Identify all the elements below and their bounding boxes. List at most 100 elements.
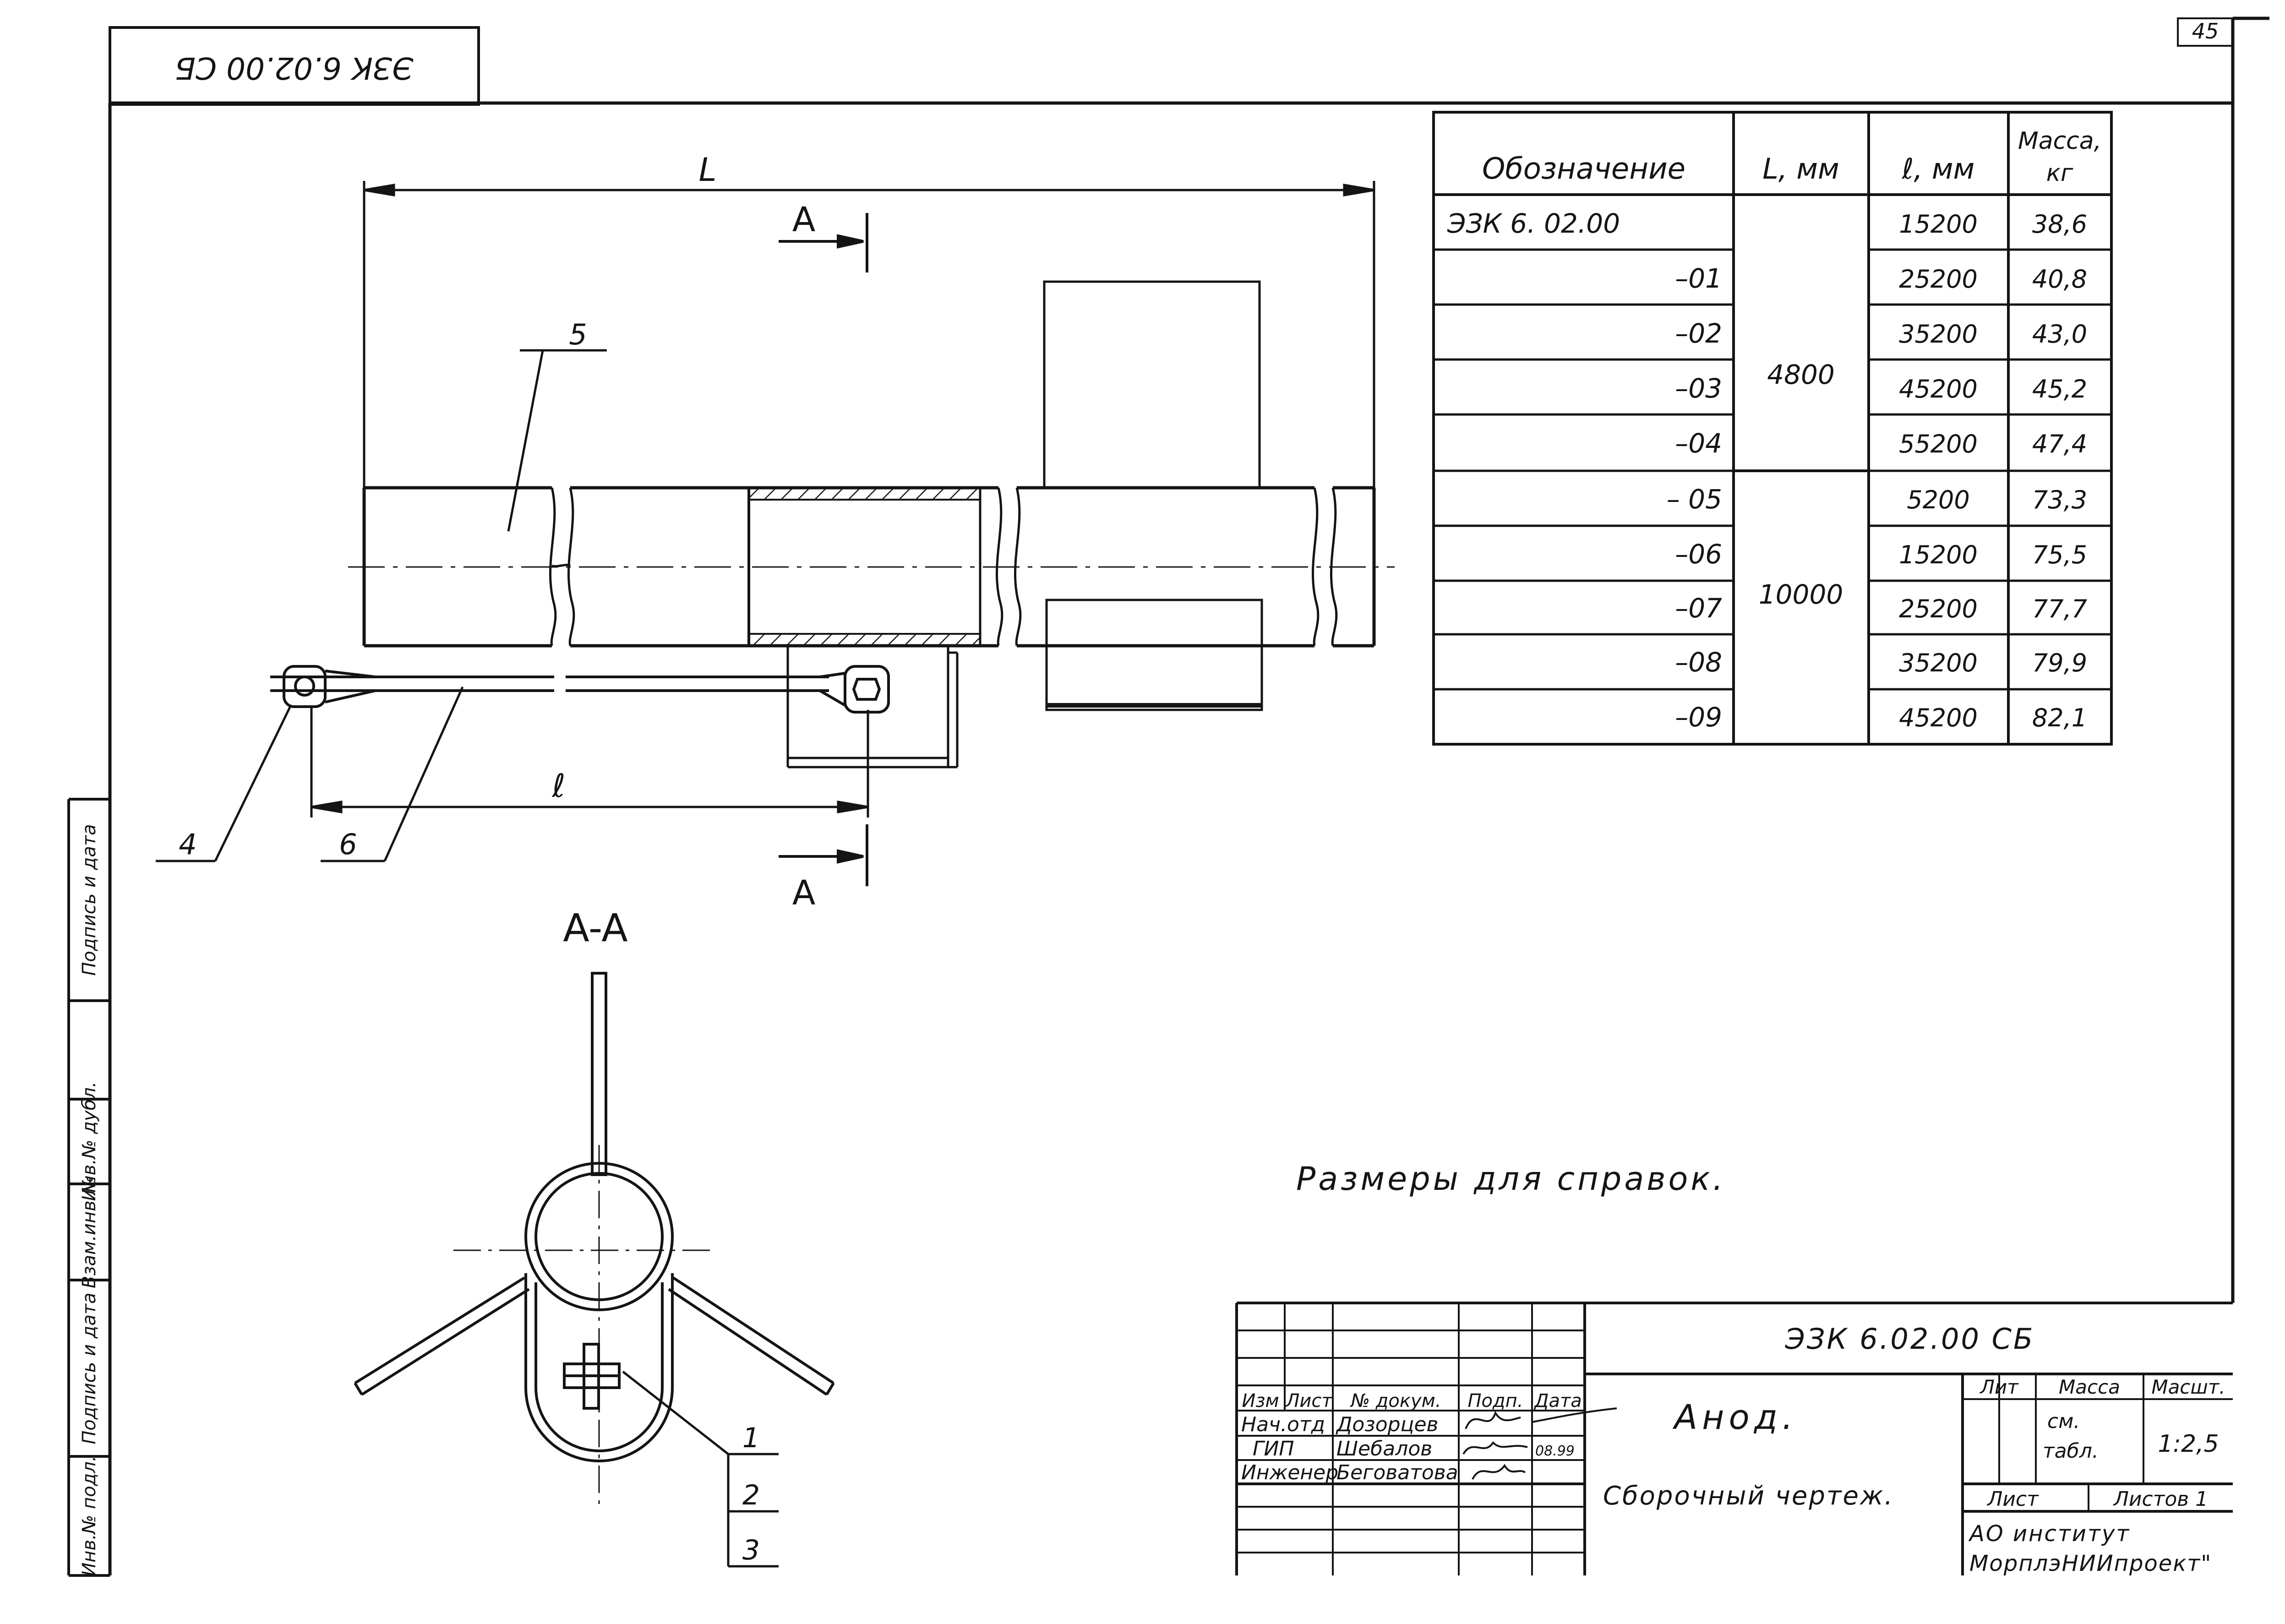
staff-name-gip: Шебалов	[1336, 1437, 1432, 1461]
title-block-col-sign: Подп.	[1467, 1390, 1523, 1411]
table-cell-designation: –01	[1675, 263, 1722, 294]
table-cell-mass: 79,9	[2032, 649, 2087, 677]
table-L-value-1: 4800	[1767, 359, 1835, 390]
title-block-col-izm: Изм	[1242, 1390, 1279, 1411]
side-stamp-inv-dubl: Инв.№ дубл.	[79, 1082, 100, 1201]
callout-6: 6	[339, 828, 357, 861]
section-view: A-A	[354, 905, 835, 1568]
table-cell-mass: 38,6	[2032, 210, 2087, 239]
table-header-designation: Обозначение	[1482, 152, 1685, 186]
table-L-value-2: 10000	[1759, 579, 1843, 610]
table-cell-l: 35200	[1899, 320, 1978, 349]
table-cell-l: 25200	[1899, 265, 1978, 294]
table-cell-mass: 47,4	[2032, 430, 2087, 458]
title-block-sheets-label: Листов 1	[2113, 1488, 2208, 1511]
table-row: –03 45200 45,2	[1675, 373, 2087, 404]
staff-name-head: Дозорцев	[1336, 1413, 1439, 1436]
table-cell-designation: –07	[1675, 593, 1722, 624]
title-block-scale-value: 1:2,5	[2158, 1430, 2219, 1458]
pipe-section-cut	[747, 487, 982, 647]
table-cell-mass: 73,3	[2032, 485, 2087, 514]
section-marker-top-label: A	[792, 200, 816, 240]
table-row: ЭЗК 6. 02.00 15200 38,6	[1447, 208, 2087, 239]
variants-table-row-lines	[1434, 248, 2111, 691]
title-block-mass-value-1: см.	[2047, 1410, 2080, 1433]
table-cell-l: 45200	[1899, 375, 1978, 403]
designation-stamp-text: ЭЗК 6.02.00 СБ	[175, 50, 414, 86]
title-block-mass-label: Масса	[2059, 1376, 2120, 1398]
pipe-break-marks	[549, 487, 1338, 646]
callout-1: 1	[742, 1422, 760, 1454]
callout-3: 3	[742, 1534, 760, 1566]
table-cell-l: 5200	[1907, 485, 1969, 514]
bottom-bracket	[1045, 599, 1263, 711]
title-block-scale-label: Масшт.	[2151, 1376, 2225, 1398]
table-cell-mass: 40,8	[2032, 265, 2087, 294]
section-marker-top	[779, 213, 868, 272]
table-cell-mass: 77,7	[2032, 594, 2087, 623]
title-block-col-list: Лист	[1285, 1390, 1333, 1411]
table-cell-designation: –06	[1675, 539, 1722, 570]
callout-4: 4	[179, 828, 196, 861]
callout-leaders-front	[156, 349, 607, 862]
table-row: –04 55200 47,4	[1675, 428, 2087, 459]
title-block-designation: ЭЗК 6.02.00 СБ	[1785, 1322, 2035, 1356]
staff-role-engineer: Инженер	[1241, 1461, 1338, 1484]
section-marker-bottom-label: A	[792, 873, 816, 913]
table-cell-designation: –09	[1675, 702, 1722, 733]
clamp-bracket	[786, 646, 959, 768]
table-row: –08 35200 79,9	[1675, 647, 2087, 678]
table-cell-designation: ЭЗК 6. 02.00	[1447, 208, 1620, 239]
title-block-col-date: Дата	[1533, 1390, 1582, 1411]
top-fin	[1043, 280, 1261, 489]
title-block-doc-type: Сборочный чертеж.	[1603, 1481, 1894, 1511]
callout-leaders-section	[622, 1371, 779, 1568]
tie-rod	[270, 676, 829, 692]
table-cell-l: 45200	[1899, 703, 1978, 732]
table-header-mass: Масса,	[2018, 127, 2101, 155]
table-cell-l: 25200	[1899, 594, 1978, 623]
table-cell-mass: 43,0	[2032, 320, 2087, 349]
section-title: A-A	[563, 905, 628, 950]
table-cell-l: 55200	[1899, 430, 1978, 458]
table-cell-designation: –03	[1675, 373, 1722, 404]
side-stamp-vzam-inv: Взам.инв.№	[79, 1176, 100, 1288]
designation-stamp: ЭЗК 6.02.00 СБ	[109, 26, 480, 106]
dimension-l-label: ℓ	[552, 767, 566, 805]
rod-eye-right	[819, 665, 890, 714]
callout-2: 2	[742, 1479, 760, 1511]
side-stamp-inv-podl: Инв.№ подл.	[79, 1455, 100, 1576]
reference-note: Размеры для справок.	[1296, 1160, 1726, 1198]
table-cell-l: 15200	[1899, 210, 1978, 239]
table-cell-mass: 45,2	[2032, 375, 2087, 403]
side-stamp-sign-date-1: Подпись и дата	[79, 1292, 100, 1444]
table-cell-l: 35200	[1899, 649, 1978, 677]
section-marker-bottom	[779, 824, 868, 886]
table-cell-designation: – 05	[1667, 484, 1722, 515]
dimension-L-label: L	[699, 151, 717, 189]
table-row: –07 25200 77,7	[1675, 593, 2087, 624]
staff-role-gip: ГИП	[1253, 1437, 1294, 1461]
table-cell-mass: 75,5	[2032, 540, 2087, 569]
front-view: L	[156, 151, 1395, 913]
table-row: –02 35200 43,0	[1675, 318, 2087, 349]
table-header-mass-unit: кг	[2046, 159, 2073, 187]
title-block-name: Анод.	[1673, 1398, 1798, 1437]
table-cell-designation: –02	[1675, 318, 1722, 349]
table-cell-designation: –08	[1675, 647, 1722, 678]
table-row: –09 45200 82,1	[1675, 702, 2087, 733]
callout-5: 5	[569, 318, 587, 351]
staff-role-head: Нач.отд	[1241, 1413, 1325, 1436]
title-block-date: 08.99	[1535, 1443, 1575, 1459]
staff-name-engineer: Беговатова	[1336, 1461, 1458, 1484]
title-block-grid	[1237, 1303, 2233, 1575]
title-block-org-2: МорплэНИИпроект"	[1969, 1551, 2212, 1576]
signatures	[1462, 1407, 1617, 1480]
rod-eye-left	[283, 665, 376, 708]
table-row: –01 25200 40,8	[1675, 263, 2087, 294]
side-stamp-sign-date-2: Подпись и дата	[79, 824, 100, 975]
title-block-sheet-label: Лист	[1986, 1488, 2039, 1511]
dimension-l	[310, 708, 869, 817]
table-cell-mass: 82,1	[2032, 703, 2087, 732]
